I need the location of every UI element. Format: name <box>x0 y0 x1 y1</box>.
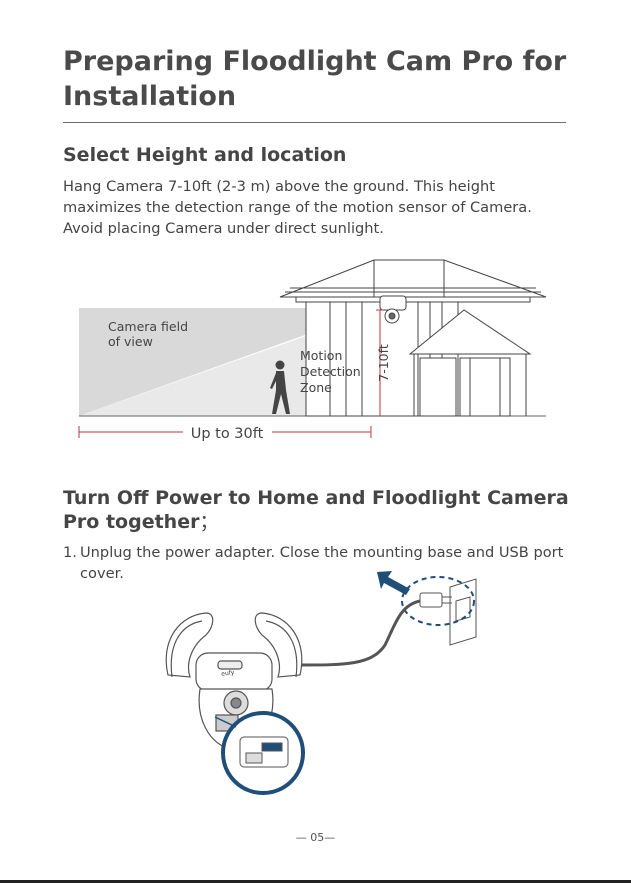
usb-port-cover-icon <box>239 736 289 768</box>
height-label: 7-10ft <box>376 344 391 382</box>
camera-icon <box>379 295 407 324</box>
heading-line1: Turn Off Power to Home and Floodlight Ca… <box>63 487 569 509</box>
camera-fov-area <box>79 308 380 416</box>
heading-punct: ； <box>199 511 219 533</box>
zone-label-line3: Zone <box>300 380 332 395</box>
unplug-adapter-diagram: eufy <box>165 571 477 795</box>
zone-label-line1: Motion <box>300 348 342 363</box>
bottom-border <box>0 880 631 883</box>
unplug-arrow-icon <box>377 571 410 595</box>
section-heading-height-location: Select Height and location <box>63 144 347 166</box>
page-number-dash-right: — <box>324 831 336 844</box>
page-number: — 05— <box>0 831 631 844</box>
step-text-line1: Unplug the power adapter. Close the moun… <box>80 544 564 561</box>
plug-highlight-circle <box>401 576 475 626</box>
step-number: 1. <box>63 544 77 561</box>
power-cable <box>299 599 421 667</box>
heading-line2: Pro together <box>63 511 200 533</box>
section-body-height-location: Hang Camera 7-10ft (2-3 m) above the gro… <box>63 178 532 237</box>
wall-outlet-icon <box>449 578 477 646</box>
distance-label: Up to 30ft <box>191 426 264 442</box>
fov-lower-area <box>79 310 380 416</box>
fov-label-line1: Camera field <box>108 319 188 334</box>
inset-pointer-line <box>214 716 237 728</box>
section-heading-power-off: Turn Off Power to Home and Floodlight Ca… <box>63 486 583 534</box>
power-plug-icon <box>419 592 452 608</box>
page-number-dash-left: — <box>295 831 311 844</box>
house-icon <box>279 259 547 417</box>
brand-label: eufy <box>221 669 235 678</box>
page-number-value: 05 <box>310 831 325 844</box>
installation-height-diagram: 7-10ft Camera field of view Motion Detec… <box>78 259 547 442</box>
step-text-line2: cover. <box>80 565 124 582</box>
title-divider <box>63 122 566 123</box>
person-icon <box>270 360 290 414</box>
page-title: Preparing Floodlight Cam Pro for Install… <box>63 46 567 112</box>
zone-label-line2: Detection <box>300 364 361 379</box>
fov-label-line2: of view <box>108 334 153 349</box>
step-1: 1.Unplug the power adapter. Close the mo… <box>63 542 568 584</box>
floodlight-camera-icon <box>165 612 303 752</box>
distance-marker <box>78 426 372 438</box>
